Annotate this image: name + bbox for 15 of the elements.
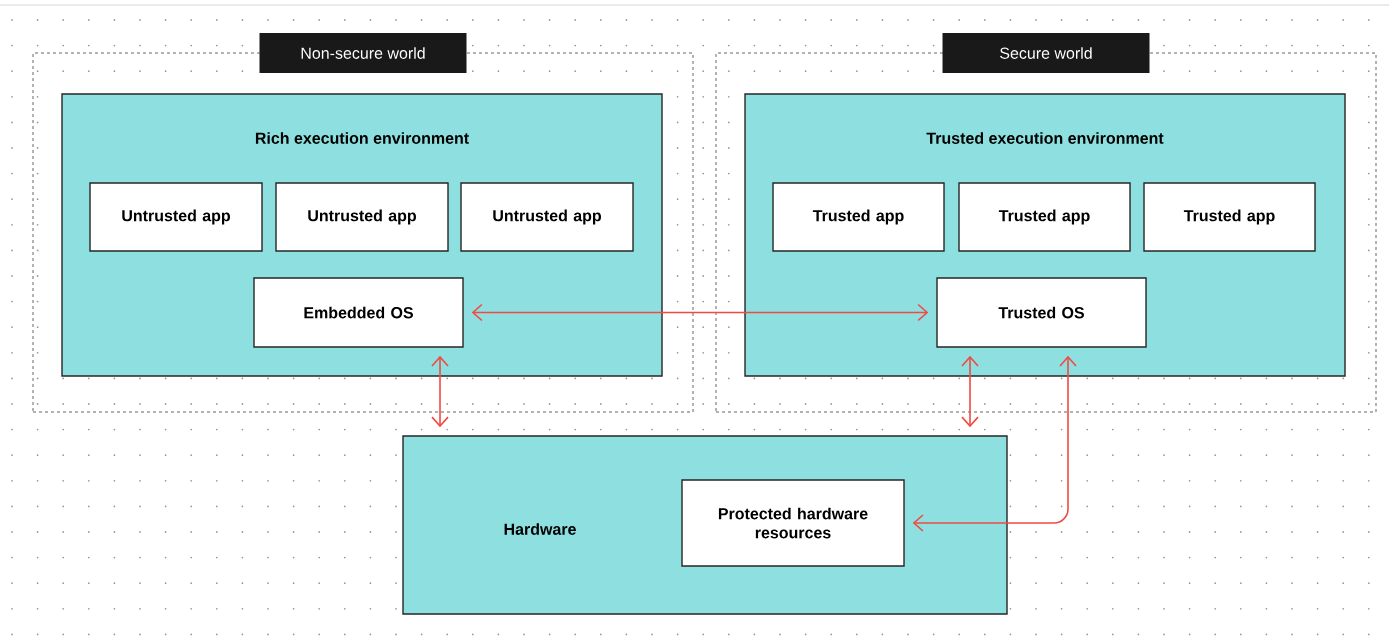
component-box: Untrusted app — [89, 182, 263, 252]
region-tag: Non-secure world — [259, 33, 467, 73]
arrow — [471, 303, 929, 322]
region-tag: Secure world — [942, 33, 1150, 73]
component-box: Trusted app — [1143, 182, 1316, 252]
component-box: Untrusted app — [460, 182, 634, 252]
component-box: Trusted OS — [936, 277, 1147, 348]
component-box: Embedded OS — [253, 277, 464, 348]
arrow — [912, 355, 1077, 532]
arrow — [961, 355, 979, 428]
component-box: Trusted app — [958, 182, 1131, 252]
arrow — [431, 355, 449, 428]
component-box: Protected hardware resources — [681, 479, 905, 567]
component-box: Untrusted app — [275, 182, 449, 252]
component-box: Trusted app — [772, 182, 945, 252]
